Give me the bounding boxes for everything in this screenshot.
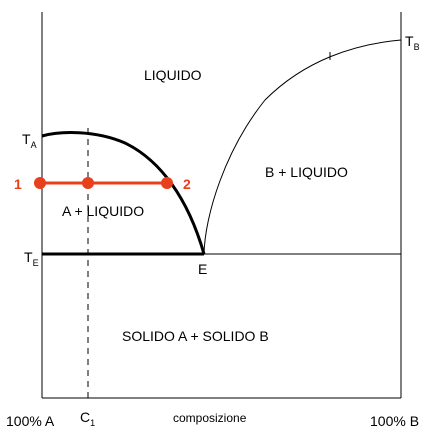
axis-left-end-label: 100% A: [6, 413, 55, 429]
liquidus-b-curve: [203, 39, 402, 255]
tb-label: TB: [405, 33, 420, 52]
point-2-label: 2: [183, 176, 191, 192]
region-solid-label: SOLIDO A + SOLIDO B: [122, 328, 269, 344]
te-label: TE: [24, 249, 39, 268]
liquidus-a-curve: [41, 131, 206, 255]
point-2-marker: [161, 177, 173, 189]
axis-right-end-label: 100% B: [370, 413, 419, 429]
axis-xlabel: composizione: [173, 411, 247, 425]
ta-label: TA: [22, 131, 37, 150]
region-a-liquid-label: A + LIQUIDO: [62, 203, 144, 219]
region-liquid-label: LIQUIDO: [144, 67, 202, 83]
point-c1-marker: [82, 177, 94, 189]
point-1-marker: [34, 177, 46, 189]
c1-label: C1: [80, 409, 95, 428]
eutectic-label: E: [198, 261, 207, 277]
point-1-label: 1: [14, 176, 22, 192]
region-b-liquid-label: B + LIQUIDO: [265, 164, 348, 180]
